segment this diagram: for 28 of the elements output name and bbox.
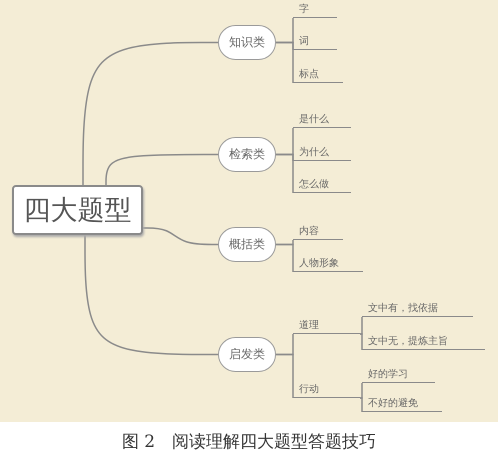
figure-caption: 图 2 阅读理解四大题型答题技巧: [120, 431, 378, 453]
connector-line: [360, 397, 363, 412]
branch-label: 内容: [293, 225, 343, 240]
branch-label: 标点: [293, 68, 343, 83]
branch-label: 不好的避免: [362, 397, 442, 412]
connector-line: [360, 333, 363, 350]
branch-label: 怎么做: [293, 178, 351, 193]
connector-line: [276, 244, 294, 272]
branch-label: 是什么: [293, 113, 351, 128]
branch-label: 行动: [293, 383, 360, 398]
branch-label: 文中无，提炼主旨: [362, 335, 485, 350]
connector-line: [84, 235, 218, 356]
connector-line: [360, 383, 363, 399]
branch-label: 为什么: [293, 146, 351, 161]
topic-box: 四大题型: [12, 185, 143, 235]
connector-line: [143, 227, 218, 246]
branch-label: 好的学习: [362, 368, 435, 383]
connector-line: [105, 154, 218, 185]
connector-line: [276, 154, 294, 193]
branch-label: 道理: [293, 319, 360, 334]
connector-line: [82, 42, 218, 185]
connector-line: [276, 354, 294, 398]
branch-label: 字: [293, 3, 337, 18]
connector-line: [360, 317, 363, 335]
branch-label: 文中有，找依据: [362, 302, 473, 317]
connector-line: [276, 42, 294, 83]
branch-label: 人物形象: [293, 257, 363, 272]
branch-label: 词: [293, 35, 337, 50]
